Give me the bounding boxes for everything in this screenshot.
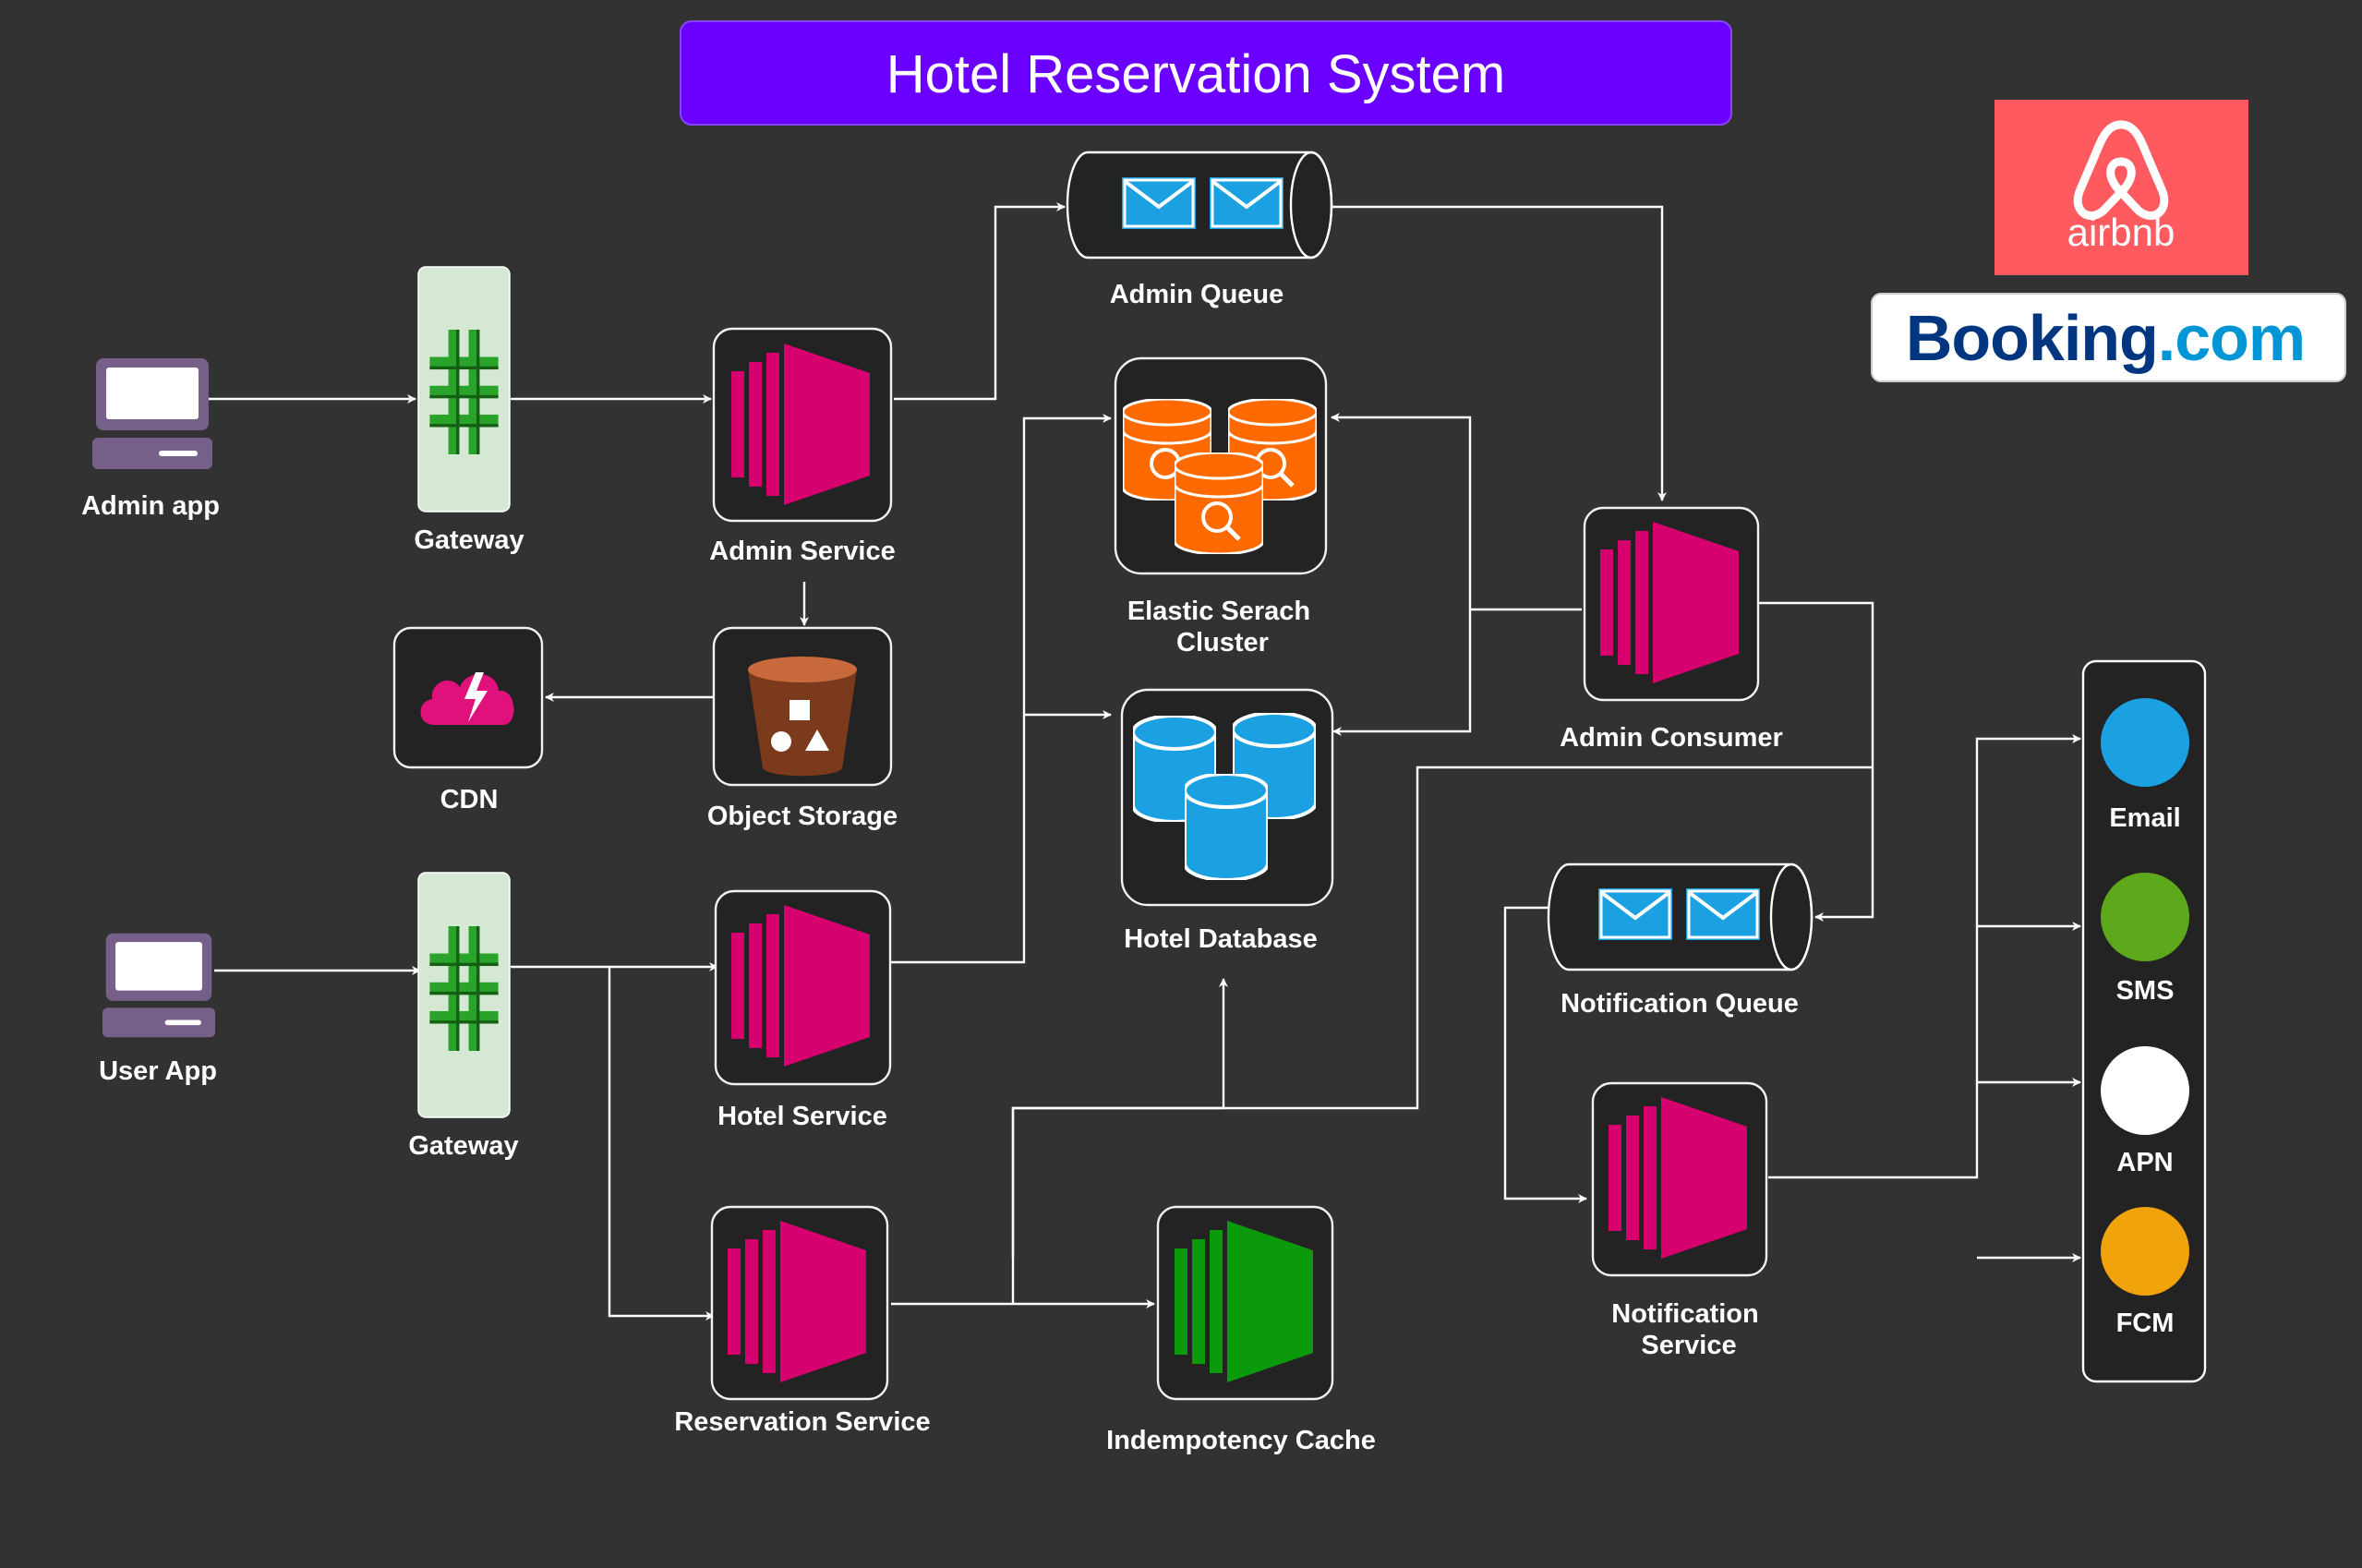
hotel-database-label: Hotel Database <box>1124 924 1318 954</box>
compute-instance-icon <box>728 1221 866 1382</box>
fcm-label: FCM <box>2116 1309 2175 1338</box>
compute-instance-icon <box>1609 1097 1747 1259</box>
svg-text:Booking.com: Booking.com <box>1906 302 2305 374</box>
compute-instance-icon <box>1175 1221 1313 1382</box>
reservation-service-node[interactable]: Reservation Service <box>674 1205 931 1437</box>
admin-app-node[interactable]: Admin app <box>81 358 220 521</box>
edge-hotel-service-to-elastic <box>891 414 1112 964</box>
search-database-icon <box>1175 452 1263 554</box>
hotel-service-node[interactable]: Hotel Service <box>714 889 892 1131</box>
cdn-node[interactable]: CDN <box>392 626 544 814</box>
edge-admin-consumer-to-database <box>1332 609 1472 736</box>
airbnb-logo: airbnb <box>1994 100 2248 275</box>
circle-icon <box>2101 1207 2189 1296</box>
idempotency-cache-node[interactable]: Indempotency Cache <box>1106 1205 1376 1455</box>
sms-label: SMS <box>2116 976 2175 1006</box>
admin-queue-label: Admin Queue <box>1110 280 1284 309</box>
storage-bucket-icon <box>748 657 857 777</box>
edge-admin-service-to-admin-queue <box>894 202 1066 401</box>
elastic-search-node[interactable]: Elastic Serach Cluster <box>1114 356 1328 657</box>
compute-instance-icon <box>1600 522 1739 683</box>
reservation-service-label: Reservation Service <box>674 1407 930 1437</box>
hotel-database-node[interactable]: Hotel Database <box>1120 688 1334 954</box>
envelope-icon <box>1122 177 1196 229</box>
email-label: Email <box>2109 803 2180 833</box>
admin-service-label: Admin Service <box>709 537 895 566</box>
envelope-icon <box>1598 888 1672 940</box>
channel-fcm[interactable]: FCM <box>2101 1207 2189 1338</box>
gateway-user-node[interactable]: Gateway <box>408 872 519 1161</box>
gateway-user-label: Gateway <box>408 1131 518 1161</box>
idempotency-cache-label: Indempotency Cache <box>1106 1426 1376 1455</box>
compute-instance-icon <box>731 344 870 505</box>
channel-sms[interactable]: SMS <box>2101 873 2189 1006</box>
object-storage-label: Object Storage <box>707 802 898 831</box>
notification-service-label-line2: Service <box>1641 1331 1736 1360</box>
object-storage-node[interactable]: Object Storage <box>707 626 898 831</box>
edge-gateway-to-reservation-service <box>608 967 715 1321</box>
admin-app-label: Admin app <box>81 491 220 521</box>
page-title: Hotel Reservation System <box>886 44 1505 104</box>
admin-consumer-label: Admin Consumer <box>1560 723 1783 753</box>
booking-wordmark: Booking <box>1906 302 2158 374</box>
hotel-service-label: Hotel Service <box>717 1102 887 1131</box>
edge-notification-queue-to-notification-service <box>1503 906 1587 1203</box>
circle-icon <box>2101 1046 2189 1135</box>
edge-reservation-to-database <box>1011 978 1228 1304</box>
edge-admin-queue-to-admin-consumer <box>1332 205 1667 501</box>
elastic-search-label-line1: Elastic Serach <box>1127 597 1310 626</box>
connectors <box>203 202 2081 1321</box>
notification-service-label-line1: Notification <box>1611 1299 1759 1329</box>
channel-email[interactable]: Email <box>2101 698 2189 833</box>
envelope-icon <box>1210 177 1283 229</box>
notification-service-node[interactable]: Notification Service <box>1591 1081 1768 1360</box>
airbnb-icon <box>2073 120 2169 220</box>
database-icon <box>1185 774 1268 880</box>
gateway-admin-node[interactable]: Gateway <box>414 266 524 555</box>
notification-queue-node[interactable]: Notification Queue <box>1547 862 1814 1019</box>
computer-icon <box>102 933 215 1038</box>
admin-service-node[interactable]: Admin Service <box>709 327 896 566</box>
cloud-lightning-icon <box>420 672 514 725</box>
compute-instance-icon <box>731 905 870 1067</box>
booking-logo: Booking.com <box>1871 293 2346 382</box>
envelope-icon <box>1686 888 1760 940</box>
computer-icon <box>92 358 212 469</box>
elastic-search-label-line2: Cluster <box>1176 628 1269 657</box>
user-app-label: User App <box>99 1056 217 1086</box>
notification-queue-label: Notification Queue <box>1561 989 1799 1019</box>
booking-dot-com: .com <box>2158 302 2305 374</box>
edge-admin-consumer-to-elastic <box>1331 413 1582 611</box>
airbnb-wordmark: airbnb <box>2067 211 2175 254</box>
edge-notification-service-to-channels <box>1768 734 2081 1179</box>
edge-admin-consumer-to-notification-queue <box>1759 601 1874 922</box>
cdn-label: CDN <box>440 785 499 814</box>
circle-icon <box>2101 698 2189 787</box>
channel-apn[interactable]: APN <box>2101 1046 2189 1177</box>
notification-channels-panel: Email SMS APN FCM <box>2081 659 2207 1383</box>
admin-consumer-node[interactable]: Admin Consumer <box>1560 506 1783 753</box>
admin-queue-node[interactable]: Admin Queue <box>1066 151 1333 309</box>
apn-label: APN <box>2116 1148 2173 1177</box>
circle-icon <box>2101 873 2189 961</box>
title-banner: Hotel Reservation System <box>680 20 1732 126</box>
gateway-admin-label: Gateway <box>414 525 524 555</box>
user-app-node[interactable]: User App <box>99 933 217 1086</box>
